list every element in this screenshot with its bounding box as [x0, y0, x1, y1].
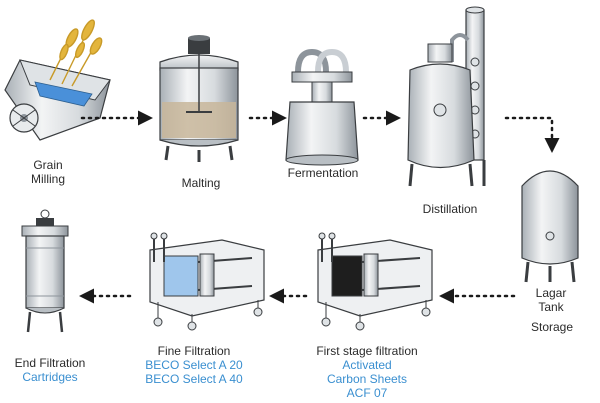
- label-distillation: Distillation: [410, 202, 490, 216]
- label-storage-text: Storage: [530, 320, 574, 334]
- still-icon: [407, 6, 486, 187]
- label-grain-milling-line1: Grain: [33, 158, 63, 172]
- label-first-stage-filtration: First stage filtration Activated Carbon …: [298, 344, 436, 400]
- grain-mill-icon: [4, 19, 111, 141]
- label-fine-filtration: Fine Filtration BECO Select A 20 BECO Se…: [132, 344, 256, 386]
- label-grain-milling: Grain Milling: [18, 158, 78, 186]
- label-fermentation: Fermentation: [280, 166, 366, 180]
- carbon-sheet-filter-press-icon: [317, 232, 433, 331]
- label-first-stage-line1: Activated: [342, 358, 392, 372]
- cartridge-housing-icon: [21, 209, 69, 333]
- label-malting: Malting: [170, 176, 232, 190]
- label-storage: Storage: [520, 320, 584, 334]
- flow-arrows: [79, 110, 560, 304]
- label-lagar-tank-line1: Lagar: [535, 286, 567, 300]
- label-end-filtration: End Filtration Cartridges: [2, 356, 98, 384]
- label-malting-text: Malting: [181, 176, 221, 190]
- label-first-stage-title: First stage filtration: [316, 344, 418, 358]
- label-distillation-text: Distillation: [422, 202, 478, 216]
- fine-filter-press-icon: [149, 232, 265, 331]
- label-fine-filtration-line1: BECO Select A 20: [145, 358, 243, 372]
- label-fine-filtration-line2: BECO Select A 40: [145, 372, 243, 386]
- label-lagar-tank-line2: Tank: [538, 300, 564, 314]
- label-end-filtration-line2: Cartridges: [22, 370, 78, 384]
- flow-arrow-distillation-to-tank: [504, 116, 560, 153]
- label-fine-filtration-title: Fine Filtration: [157, 344, 231, 358]
- fermenter-icon: [285, 48, 359, 166]
- label-first-stage-line2: Carbon Sheets: [326, 372, 408, 386]
- label-grain-milling-line2: Milling: [30, 172, 65, 186]
- mash-vessel-icon: [159, 35, 239, 162]
- label-first-stage-line3: ACF 07: [346, 386, 388, 400]
- label-fermentation-text: Fermentation: [287, 166, 359, 180]
- label-end-filtration-line1: End Filtration: [14, 356, 86, 370]
- label-lagar-tank: Lagar Tank: [528, 286, 574, 314]
- storage-tank-icon: [521, 170, 579, 283]
